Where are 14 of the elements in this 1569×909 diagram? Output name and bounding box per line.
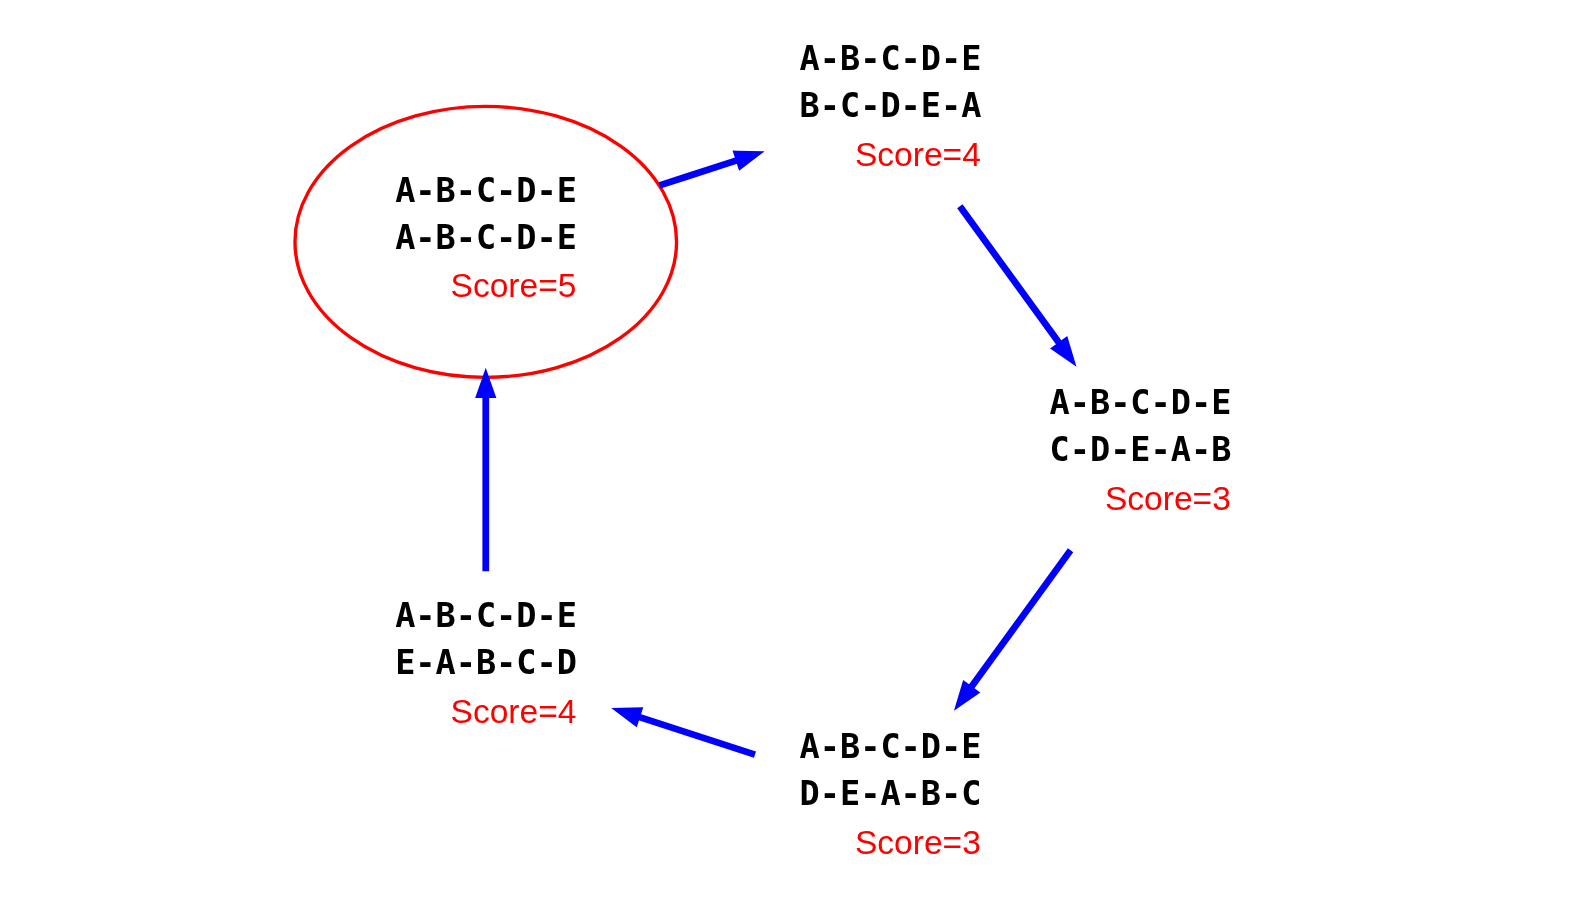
node-ellipse: A-B-C-D-E A-B-C-D-E Score=5 [292,104,678,379]
node-text: A-B-C-D-E C-D-E-A-B [1049,383,1231,470]
arrow [610,707,756,758]
node-text: A-B-C-D-E B-C-D-E-A [799,39,981,126]
node-label: Score=4 [450,692,576,730]
arrow [956,204,1076,367]
arrow [474,367,496,572]
node-label: Score=3 [1104,479,1231,517]
node-text: A-B-C-D-E E-A-B-C-D [394,595,577,682]
node-text: A-B-C-D-E D-E-A-B-C [799,727,981,814]
node-label: Score=4 [854,135,981,173]
node-label: Score=3 [854,823,981,861]
arrow [658,150,765,189]
arrow [953,548,1073,711]
